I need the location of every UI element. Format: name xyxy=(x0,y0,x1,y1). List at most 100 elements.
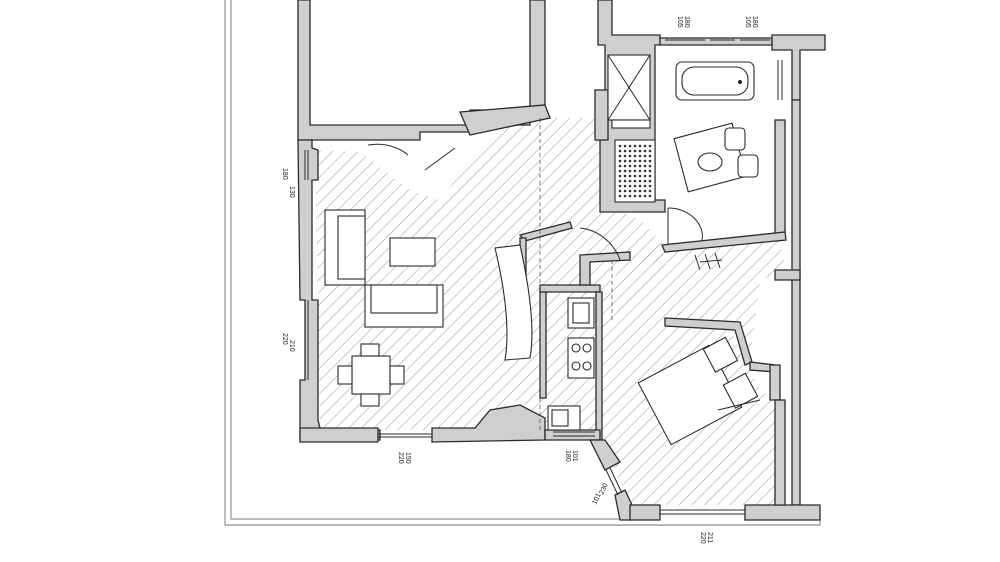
dim-living-mid-b: 220 xyxy=(281,333,288,345)
closet-dot xyxy=(638,154,642,158)
closet-dot xyxy=(633,189,637,193)
chair-bottom xyxy=(360,393,380,407)
closet-dot xyxy=(638,159,642,163)
windows xyxy=(304,39,770,496)
closet-dot xyxy=(648,184,652,188)
closet-dot xyxy=(643,184,647,188)
closet-dot xyxy=(633,159,637,163)
closet-dot xyxy=(643,149,647,153)
closet-dot xyxy=(633,154,637,158)
closet-dot xyxy=(633,184,637,188)
closet-dot xyxy=(648,144,652,148)
bathroom-fixtures xyxy=(607,54,783,193)
closet-dot xyxy=(638,179,642,183)
closet-dot xyxy=(628,179,632,183)
closet-dot xyxy=(643,179,647,183)
dim-living-left-a: 130 xyxy=(288,186,295,198)
closet-dot xyxy=(623,144,627,148)
closet-dot xyxy=(618,189,622,193)
toilet xyxy=(724,127,746,151)
closet-dot xyxy=(628,154,632,158)
closet-dot xyxy=(628,144,632,148)
dim-living-bottom-b: 220 xyxy=(397,452,404,464)
upper-block-walls xyxy=(297,0,551,141)
closet-dot xyxy=(638,144,642,148)
closet-dot xyxy=(648,159,652,163)
closet-dot xyxy=(648,189,652,193)
pillow-bottom xyxy=(722,372,759,409)
closet-dot xyxy=(628,174,632,178)
living-door-swing xyxy=(367,143,409,156)
closet-dot xyxy=(628,159,632,163)
closet-dot xyxy=(628,169,632,173)
dim-corner-b: 230 xyxy=(598,482,609,496)
closet-dot xyxy=(623,149,627,153)
closet-dot xyxy=(643,169,647,173)
closet-dot xyxy=(633,174,637,178)
closet-dot xyxy=(623,184,627,188)
closet-dot xyxy=(633,149,637,153)
closet-dot xyxy=(648,169,652,173)
closet-dot xyxy=(623,179,627,183)
corridor-walls xyxy=(661,231,787,401)
closet-dot xyxy=(648,164,652,168)
closet-dot xyxy=(643,174,647,178)
bath-door-swing xyxy=(667,207,703,241)
closet-dot xyxy=(628,189,632,193)
closet-dot xyxy=(638,189,642,193)
closet-dot xyxy=(618,184,622,188)
closet-dot xyxy=(638,174,642,178)
dim-kitchen-a: 101 xyxy=(571,450,578,462)
bottom-living-wall xyxy=(299,404,546,443)
doors xyxy=(367,143,703,261)
closet-grid xyxy=(614,139,656,203)
dim-bath-1-b: 180 xyxy=(683,16,690,28)
pillow-top xyxy=(702,336,739,373)
overhead-dashed-lines xyxy=(539,118,613,430)
dim-kitchen-b: 180 xyxy=(564,450,571,462)
closet-dot xyxy=(618,154,622,158)
closet-dot xyxy=(638,194,642,198)
washbasin xyxy=(697,152,723,172)
dim-corner-a: 101 xyxy=(591,492,602,506)
coffee-table xyxy=(389,237,436,267)
closet-dot xyxy=(623,194,627,198)
closet-dot xyxy=(623,154,627,158)
closet-dot xyxy=(643,194,647,198)
closet-dot xyxy=(643,154,647,158)
wardrobe-hangers xyxy=(694,252,723,271)
closet-dot xyxy=(618,179,622,183)
closet-dot xyxy=(638,164,642,168)
closet-dot xyxy=(643,144,647,148)
bidet xyxy=(737,154,759,178)
closet-dot xyxy=(628,164,632,168)
dim-living-left-b: 180 xyxy=(281,168,288,180)
chair-left xyxy=(337,365,353,385)
dim-bath-2-b: 180 xyxy=(751,16,758,28)
dim-bath-1-a: 105 xyxy=(676,16,683,28)
closet-dot xyxy=(623,164,627,168)
closet-dot xyxy=(618,159,622,163)
cooktop xyxy=(567,337,595,379)
closet-dot xyxy=(633,169,637,173)
closet-dot xyxy=(628,194,632,198)
dim-bedroom-b: 220 xyxy=(699,532,706,544)
closet-dot xyxy=(618,144,622,148)
living-furniture xyxy=(324,209,444,407)
bedroom-walls xyxy=(614,399,821,521)
closet-dot xyxy=(633,164,637,168)
dimension-labels: 130 180 210 220 150 220 101 180 101 230 … xyxy=(281,16,758,544)
dining-table xyxy=(351,355,391,395)
closet-dot xyxy=(633,144,637,148)
dim-bedroom-a: 211 xyxy=(706,532,713,543)
bedroom-furniture xyxy=(637,336,761,446)
closet-dot xyxy=(633,179,637,183)
closet-dot xyxy=(618,164,622,168)
corridor-floor xyxy=(665,235,785,360)
entry-door-swing xyxy=(424,147,456,171)
closet-dot xyxy=(618,149,622,153)
closet-dot xyxy=(643,164,647,168)
curved-partition xyxy=(494,244,533,361)
closet-dot xyxy=(628,184,632,188)
closet-dot xyxy=(643,159,647,163)
